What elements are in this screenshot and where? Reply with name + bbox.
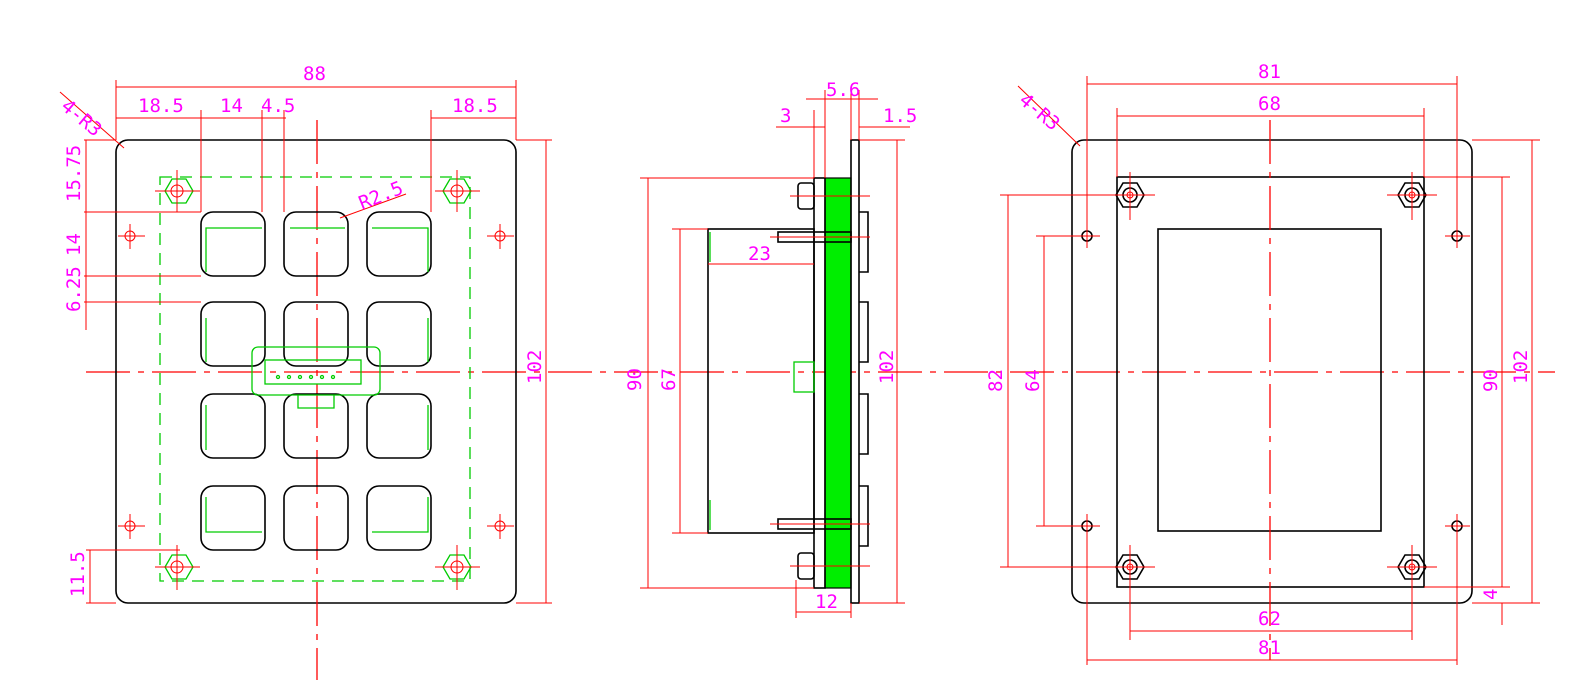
dim-back-inner-width: 68 xyxy=(1258,93,1281,115)
key xyxy=(366,301,432,367)
dim-side-body-height: 67 xyxy=(658,368,680,391)
back-dimensions xyxy=(1000,76,1540,661)
front-connector xyxy=(251,346,381,409)
back-panel-outline xyxy=(1071,139,1473,604)
dim-front-right-margin: 18.5 xyxy=(452,95,498,117)
key xyxy=(283,211,349,277)
key xyxy=(200,393,266,459)
dim-front-key-gap: 4.5 xyxy=(261,95,295,117)
front-studs xyxy=(155,170,480,590)
dim-back-width-top: 81 xyxy=(1258,61,1281,83)
dim-side-body-depth: 23 xyxy=(748,243,771,265)
dim-front-top-offset: 15.75 xyxy=(63,145,85,202)
front-key-pcb-marks xyxy=(205,227,429,533)
dim-back-hole-vertical: 82 xyxy=(985,369,1007,392)
side-view: 5.6 3 1.5 23 12 90 67 102 xyxy=(624,79,917,618)
front-dimensions xyxy=(59,80,552,604)
dim-back-height: 102 xyxy=(1510,350,1532,384)
dim-front-left-margin: 18.5 xyxy=(138,95,184,117)
key xyxy=(366,485,432,551)
front-view: 88 18.5 14 4.5 18.5 4-R3 R2.5 15.75 14 6… xyxy=(57,63,552,680)
dim-front-width: 88 xyxy=(303,63,326,85)
front-key-radius-note: R2.5 xyxy=(356,177,407,215)
side-connector xyxy=(793,361,815,393)
key xyxy=(366,211,432,277)
front-mount-holes xyxy=(118,224,514,539)
key xyxy=(366,393,432,459)
dim-front-bottom-offset: 11.5 xyxy=(67,551,89,597)
key xyxy=(283,485,349,551)
dim-side-panel-height: 102 xyxy=(876,350,898,384)
dim-side-panel-thickness: 3 xyxy=(780,105,791,127)
side-frame xyxy=(813,177,826,589)
dim-side-outer-height: 90 xyxy=(624,368,646,391)
front-panel-outline xyxy=(115,139,517,604)
front-key-grid xyxy=(200,211,432,551)
side-keys xyxy=(859,211,869,547)
dim-back-inner-hole-vertical: 64 xyxy=(1022,369,1044,392)
key xyxy=(200,485,266,551)
key xyxy=(283,301,349,367)
dim-front-height: 102 xyxy=(524,350,546,384)
dim-front-row-gap: 6.25 xyxy=(63,266,85,312)
side-studs xyxy=(770,182,870,580)
dim-front-key-pitch: 14 xyxy=(220,95,243,117)
side-body xyxy=(707,228,815,534)
side-panel xyxy=(850,139,860,604)
dim-side-standoff: 12 xyxy=(815,591,838,613)
dim-side-cap-height: 1.5 xyxy=(883,105,917,127)
dim-side-total-depth: 5.6 xyxy=(826,79,860,101)
dim-front-row-pitch: 14 xyxy=(63,233,85,256)
dim-back-hole-spacing: 62 xyxy=(1258,608,1281,630)
dim-back-width-bottom: 81 xyxy=(1258,637,1281,659)
back-nuts xyxy=(1105,172,1437,640)
dim-back-frame-height: 90 xyxy=(1480,369,1502,392)
key xyxy=(200,211,266,277)
front-pcb-outline xyxy=(159,176,471,582)
key xyxy=(283,393,349,459)
dim-back-edge-offset: 4 xyxy=(1480,589,1502,600)
side-pcb xyxy=(824,177,852,589)
front-corner-radius-note: 4-R3 xyxy=(57,95,106,141)
key xyxy=(200,301,266,367)
back-corner-radius-note: 4-R3 xyxy=(1015,89,1064,135)
back-view: 81 68 62 81 4-R3 82 64 90 102 4 xyxy=(985,61,1540,665)
side-dimensions xyxy=(640,90,910,618)
